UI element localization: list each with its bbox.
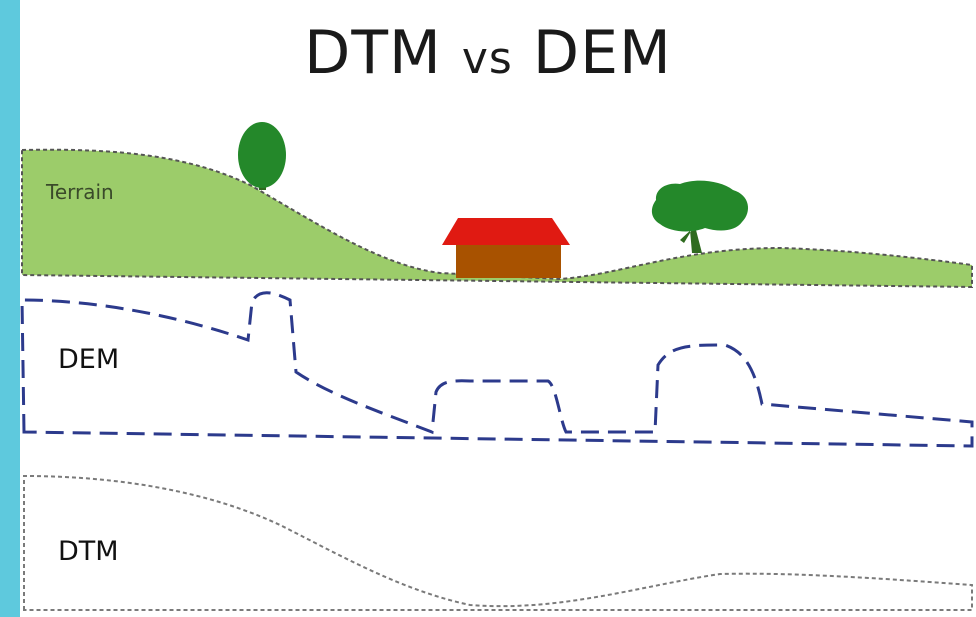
dem-label: DEM <box>58 344 119 375</box>
tree-icon <box>238 122 286 190</box>
dtm-label: DTM <box>58 536 119 567</box>
house-icon <box>442 218 570 278</box>
dem-surface-outline <box>22 293 972 446</box>
tree-icon <box>652 181 748 253</box>
dtm-surface-outline <box>24 476 972 610</box>
terrain-panel <box>22 122 972 287</box>
terrain-label: Terrain <box>46 180 114 204</box>
